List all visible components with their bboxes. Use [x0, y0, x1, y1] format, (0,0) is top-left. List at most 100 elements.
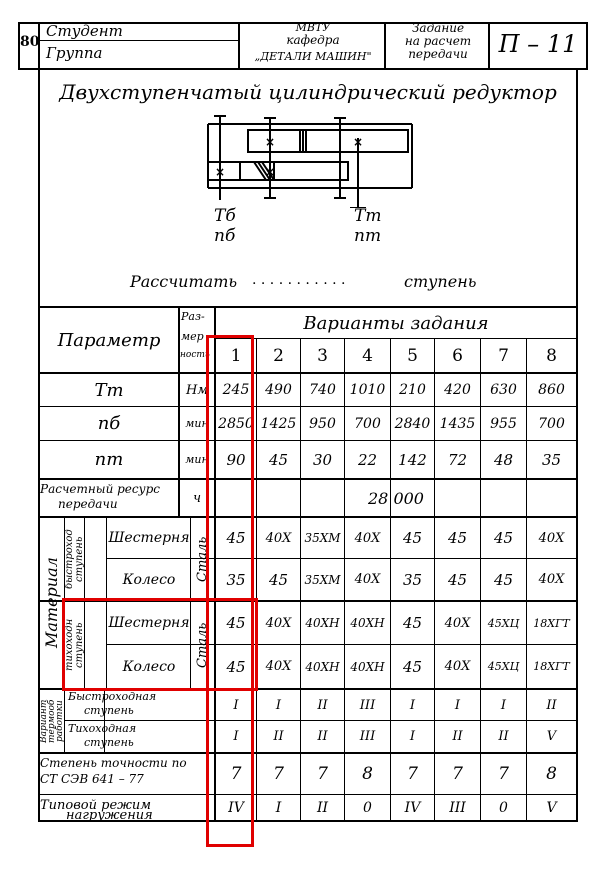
row-value: 48 [493, 450, 514, 469]
material-value: 45ХЦ [487, 660, 520, 673]
calc-prefix: Рассчитать [130, 272, 238, 291]
fast-torque-label: Tб [214, 206, 236, 226]
material-value: 40Х [538, 530, 565, 546]
row-value: 245 [222, 382, 250, 398]
task-line-1: Задание [411, 21, 465, 35]
department-name: „ДЕТАЛИ МАШИН" [254, 50, 372, 63]
variant-number: 7 [498, 345, 509, 366]
heat-value: I [275, 697, 282, 713]
variants-header: Варианты задания [303, 312, 489, 334]
accuracy-value: 7 [498, 764, 509, 784]
load-mode-value: V [546, 799, 557, 816]
material-value: 40Х [354, 572, 381, 587]
row-value: 700 [354, 415, 381, 432]
heat-value: I [233, 729, 239, 744]
task-line-3: передачи [408, 47, 468, 61]
row-value: 30 [312, 450, 333, 469]
heat-stage-1b: ступень [84, 704, 134, 717]
row-param: nб [97, 413, 121, 434]
variant-number: 4 [362, 345, 373, 366]
accuracy-label-1: Степень точности по [40, 756, 187, 770]
heat-value: II [273, 729, 284, 744]
calc-suffix: ступень [404, 272, 477, 291]
reducer-diagram: × × × × [207, 115, 413, 208]
heat-value: II [452, 729, 463, 744]
row-value: 2850 [218, 415, 254, 432]
row-value: 1425 [260, 415, 297, 432]
material-value: 45 [493, 529, 514, 547]
accuracy-value: 8 [362, 764, 373, 784]
accuracy-value: 8 [546, 764, 557, 784]
load-mode-value: IV [404, 799, 421, 816]
row-value: 420 [444, 382, 471, 398]
material-value: 40Х [444, 659, 471, 674]
student-label: Студент [46, 22, 123, 40]
dim-header-1: Раз- [181, 310, 205, 323]
heat-value: V [546, 729, 557, 744]
variant-number: 2 [273, 345, 284, 366]
material-value: 40Х [538, 572, 565, 587]
accuracy-label-2: СТ СЭВ 641 – 77 [40, 772, 144, 786]
row-value: 740 [309, 382, 336, 398]
row-unit: Нм [185, 382, 209, 398]
material-value: 18ХГТ [533, 660, 570, 673]
heat-stage-1a: Быстроходная [68, 690, 157, 703]
row-value: 490 [265, 382, 292, 398]
slow-speed-label: nт [354, 226, 382, 246]
material-value: 35ХМ [304, 572, 341, 587]
load-mode-value: II [316, 799, 329, 816]
accuracy-value: 7 [317, 764, 328, 784]
material-value: 35 [402, 570, 423, 589]
calc-dots: . . . . . . . . . . . [252, 272, 346, 288]
material-label: Материал [42, 557, 61, 649]
load-mode-value: 0 [363, 799, 372, 816]
material-value: 40ХН [305, 616, 340, 630]
row-value: 35 [541, 450, 562, 469]
row-value: 860 [538, 382, 565, 398]
load-mode-value: 0 [499, 799, 508, 816]
param-header: Параметр [57, 329, 161, 351]
row-value: 142 [398, 450, 427, 469]
material-value: 45 [447, 570, 468, 589]
material-value: 45 [268, 570, 289, 589]
svg-text:×: × [353, 135, 363, 149]
load-mode-label-2: нагружения [66, 808, 153, 823]
material-value: 45 [493, 570, 514, 589]
row-value: 2840 [394, 415, 431, 432]
heat-value: II [317, 697, 328, 713]
row-unit: мин [185, 453, 209, 466]
variant-number: 1 [230, 345, 242, 366]
variant-number: 5 [407, 345, 418, 366]
heat-value: I [454, 697, 461, 713]
heat-label-3: работки [55, 700, 65, 742]
accuracy-value: 7 [407, 764, 418, 784]
material-value: 45 [402, 529, 423, 547]
material-value: 40ХН [305, 659, 340, 674]
resource-label-2: передачи [58, 497, 118, 511]
task-line-2: на расчет [404, 34, 472, 48]
accuracy-value: 7 [452, 764, 463, 784]
row-param: nт [94, 449, 124, 470]
slow-stage-material-highlight [62, 598, 258, 691]
row-value: 1435 [439, 415, 476, 432]
material-value: 45 [226, 614, 246, 632]
group-label: Группа [46, 44, 103, 62]
row-value: 72 [447, 450, 468, 469]
material-value: 45 [226, 529, 246, 547]
heat-value: I [500, 697, 507, 713]
material-part: Шестерня [108, 615, 190, 631]
dim-header-2: мер [181, 330, 204, 343]
heat-value: I [233, 697, 239, 713]
row-value: 210 [399, 382, 426, 398]
accuracy-value: 7 [230, 764, 242, 784]
row-value: 630 [490, 382, 517, 398]
dim-header-3: ность [180, 350, 210, 360]
fast-stage-label-2: ступень [74, 536, 85, 582]
material-value: 18ХГТ [533, 616, 570, 630]
row-value: 700 [538, 415, 565, 432]
resource-unit: ч [192, 490, 202, 506]
material-value: 45 [402, 614, 423, 632]
row-value: 955 [490, 415, 517, 432]
heat-value: I [409, 729, 416, 744]
page-number: 80 [20, 34, 40, 50]
